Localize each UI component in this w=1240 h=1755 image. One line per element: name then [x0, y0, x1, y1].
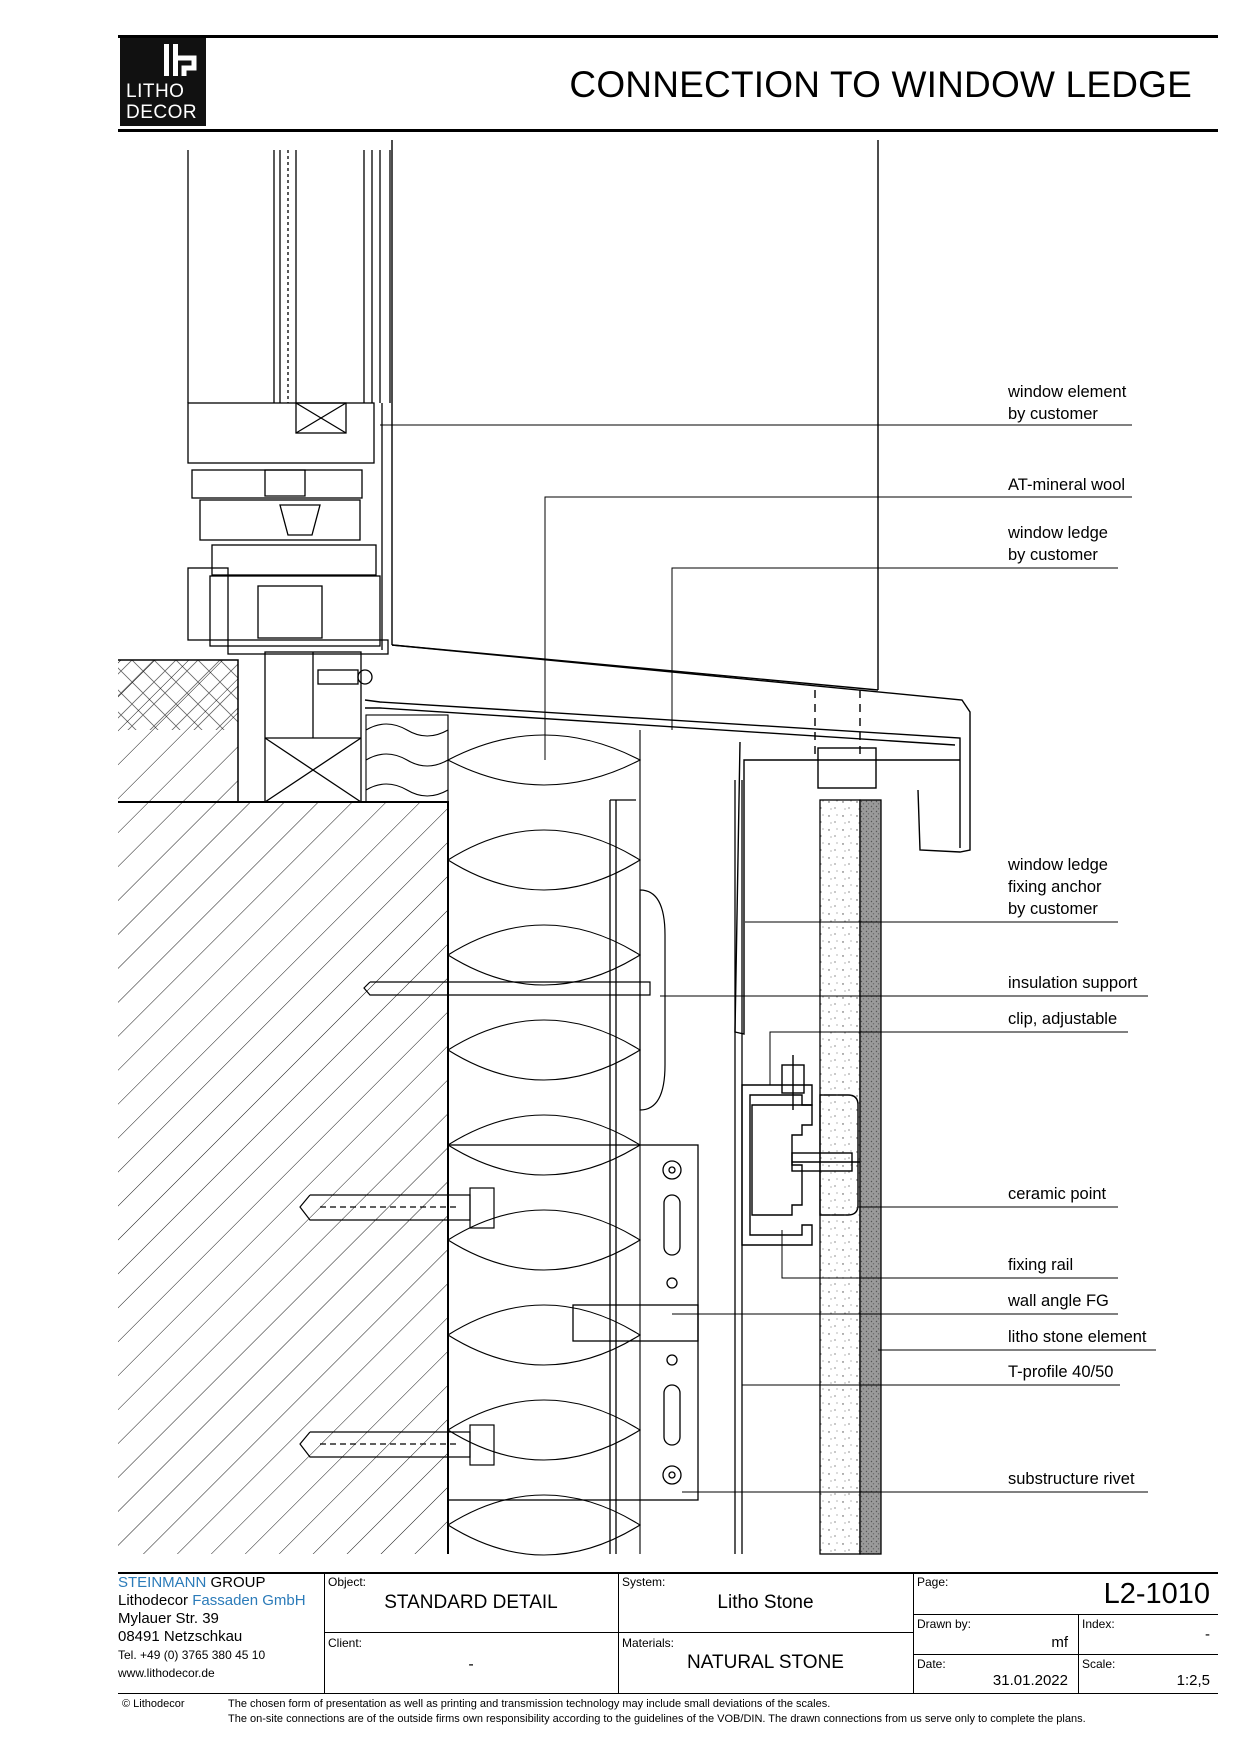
logo-line1: LITHO [126, 81, 185, 102]
label-fixing-rail: fixing rail [1008, 1256, 1073, 1274]
company-logo: LITHO DECOR [120, 38, 206, 126]
client-label: Client: [328, 1636, 363, 1650]
label-ceramic-point: ceramic point [1008, 1185, 1107, 1203]
date-label: Date: [917, 1657, 946, 1671]
copyright-note: © Lithodecor [122, 1698, 185, 1710]
footer-note-1: The chosen form of presentation as well … [228, 1698, 831, 1710]
date-value: 31.01.2022 [992, 1672, 1068, 1689]
label-t-profile: T-profile 40/50 [1008, 1363, 1113, 1381]
object-value: STANDARD DETAIL [384, 1592, 558, 1613]
company-city: 08491 Netzschkau [118, 1628, 243, 1645]
header-top-rule [118, 35, 1218, 38]
clip-and-fixing-rail [741, 1055, 860, 1246]
materials-label: Materials: [622, 1636, 675, 1650]
system-value: Litho Stone [717, 1592, 814, 1613]
label-mineral-wool: AT-mineral wool [1008, 476, 1125, 494]
leader-lines [380, 424, 1156, 1493]
drawn-by-label: Drawn by: [917, 1617, 972, 1631]
window-ledge [364, 140, 971, 1035]
page-label: Page: [917, 1575, 949, 1589]
label-litho-stone-element: litho stone element [1008, 1328, 1147, 1346]
wall-anchors [299, 889, 666, 1466]
company-phone: Tel. +49 (0) 3765 380 45 10 [118, 1648, 266, 1662]
page-title: CONNECTION TO WINDOW LEDGE [569, 64, 1192, 105]
footer-note-2: The on-site connections are of the outsi… [228, 1713, 1086, 1725]
system-label: System: [622, 1575, 666, 1589]
company-name-blue: Fassaden GmbH [192, 1592, 306, 1609]
client-value: - [468, 1656, 474, 1673]
object-label: Object: [328, 1575, 367, 1589]
logo-line2: DECOR [126, 102, 198, 123]
scale-value: 1:2,5 [1176, 1672, 1210, 1689]
label-substructure-rivet: substructure rivet [1008, 1470, 1135, 1488]
label-insulation-support: insulation support [1008, 974, 1138, 992]
index-value: - [1205, 1626, 1210, 1643]
label-clip-adjustable: clip, adjustable [1008, 1010, 1117, 1028]
concrete-wall [118, 659, 449, 1554]
group-name-blue: STEINMANN [118, 1574, 207, 1591]
index-label: Index: [1082, 1617, 1115, 1631]
materials-value: NATURAL STONE [687, 1652, 844, 1673]
company-name: Lithodecor [118, 1592, 193, 1609]
company-address: STEINMANN GROUP Lithodecor Fassaden GmbH… [118, 1574, 306, 1682]
window-element [187, 150, 391, 655]
drawn-by-value: mf [1051, 1634, 1068, 1651]
page-number: L2-1010 [1103, 1578, 1210, 1610]
label-wall-angle: wall angle FG [1007, 1292, 1109, 1310]
title-block: STEINMANN GROUP Lithodecor Fassaden GmbH… [118, 1572, 1218, 1695]
litho-stone-element [819, 799, 882, 1555]
company-website: www.lithodecor.de [118, 1666, 215, 1680]
header-bottom-rule [118, 129, 1218, 132]
t-profile [734, 780, 743, 1554]
scale-label: Scale: [1082, 1657, 1116, 1671]
wall-angle [447, 799, 699, 1554]
window-base-profile [264, 651, 373, 803]
company-street: Mylauer Str. 39 [118, 1610, 219, 1627]
group-name-black: GROUP [206, 1574, 266, 1591]
